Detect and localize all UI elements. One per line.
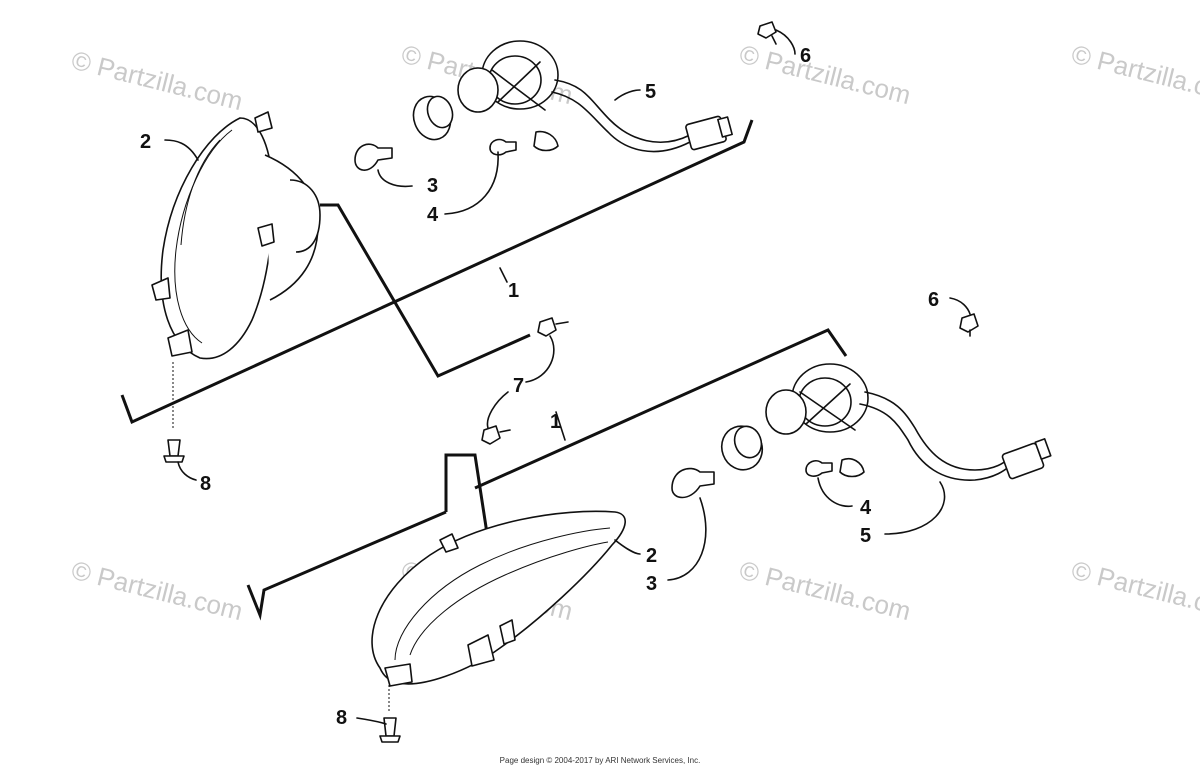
callout-top-8: 8 bbox=[200, 473, 211, 495]
top-bulbs bbox=[354, 95, 517, 171]
callout-bottom-2: 2 bbox=[646, 545, 657, 567]
callout-bottom-5: 5 bbox=[860, 525, 871, 547]
callout-bottom-6: 6 bbox=[928, 289, 939, 311]
callout-clip-7: 7 bbox=[513, 375, 524, 397]
clips-7 bbox=[481, 317, 569, 445]
callout-top-2: 2 bbox=[140, 131, 151, 153]
watermark-top-right-a: © Partzilla.com bbox=[737, 39, 914, 110]
callout-bottom-1: 1 bbox=[550, 411, 561, 433]
callout-bottom-8: 8 bbox=[336, 707, 347, 729]
callout-top-3: 3 bbox=[427, 175, 438, 197]
top-screw-6 bbox=[757, 21, 777, 45]
callout-bottom-4: 4 bbox=[860, 497, 872, 519]
top-headlight-housing bbox=[151, 111, 321, 360]
top-leader-lines bbox=[164, 29, 796, 283]
watermark-top-left: © Partzilla.com bbox=[69, 45, 246, 116]
top-assembly-bracket bbox=[120, 119, 754, 425]
callout-top-1: 1 bbox=[508, 280, 519, 302]
callout-top-4: 4 bbox=[427, 204, 439, 226]
bottom-socket-harness bbox=[765, 363, 1052, 481]
watermark-bottom-right-a: © Partzilla.com bbox=[737, 555, 914, 626]
bottom-headlight-housing bbox=[371, 510, 626, 687]
callout-top-5: 5 bbox=[645, 81, 656, 103]
bottom-leader-lines bbox=[555, 411, 946, 581]
top-socket-harness bbox=[457, 40, 733, 153]
bottom-mount-screw-8 bbox=[356, 685, 401, 743]
watermark-top-right-b: © Partzilla.com bbox=[1069, 39, 1200, 110]
bottom-bulbs bbox=[671, 425, 833, 499]
bottom-assembly-bracket bbox=[246, 328, 848, 621]
watermark-bottom-right-b: © Partzilla.com bbox=[1069, 555, 1200, 626]
callout-bottom-3: 3 bbox=[646, 573, 657, 595]
footer-copyright: Page design © 2004-2017 by ARI Network S… bbox=[499, 756, 701, 765]
bottom-screw-6 bbox=[949, 297, 979, 337]
callouts: 2 3 4 5 6 1 7 8 6 1 4 5 2 3 8 bbox=[140, 45, 939, 729]
watermark-bottom-left: © Partzilla.com bbox=[69, 555, 246, 626]
callout-top-6: 6 bbox=[800, 45, 811, 67]
top-mount-screw-8 bbox=[163, 362, 197, 481]
